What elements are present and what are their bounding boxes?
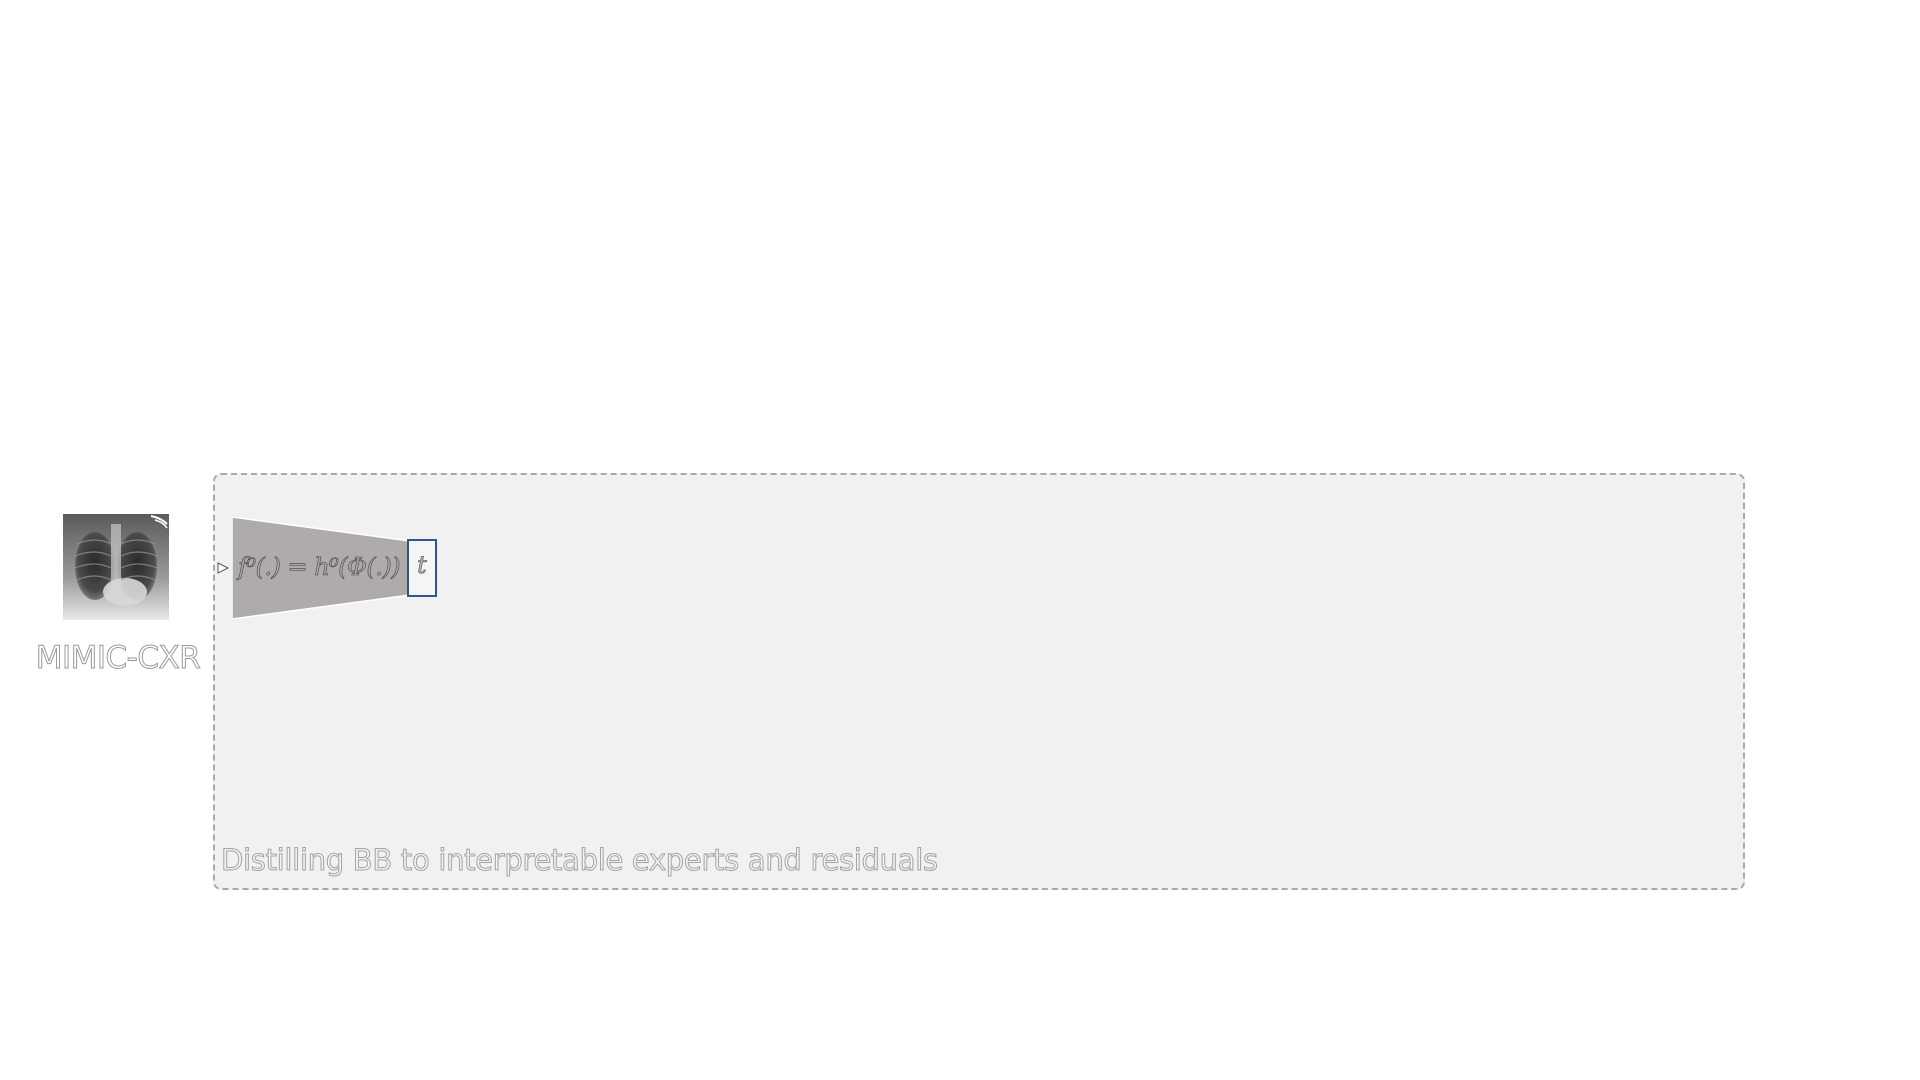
model-formula: f⁰(.) = h⁰(Φ(.)) bbox=[238, 553, 401, 582]
input-arrow-icon bbox=[216, 560, 232, 576]
panel-title: Distilling BB to interpretable experts a… bbox=[221, 843, 939, 878]
distillation-panel bbox=[213, 473, 1745, 890]
chest-xray-image bbox=[63, 514, 169, 620]
output-symbol: t bbox=[417, 551, 427, 580]
output-box: t bbox=[407, 539, 437, 597]
dataset-label: MIMIC-CXR bbox=[35, 640, 201, 677]
